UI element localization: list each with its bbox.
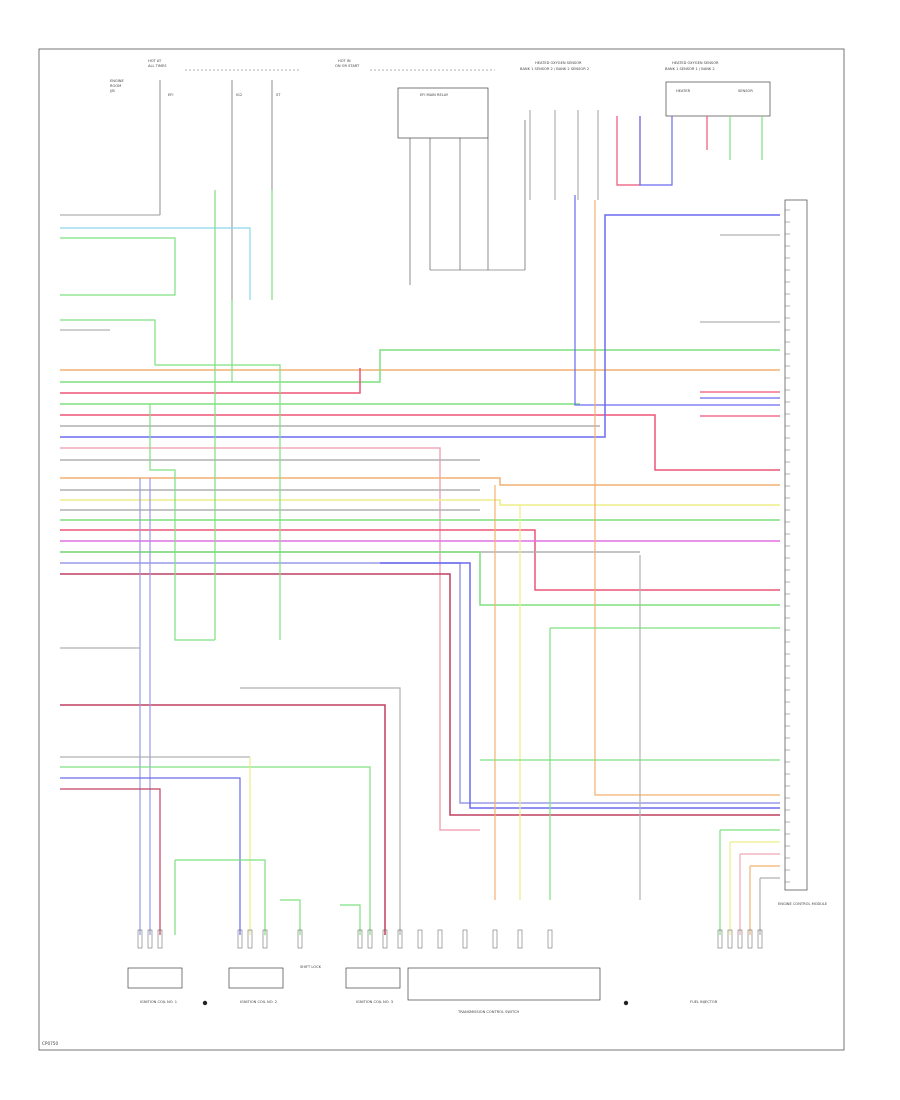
connector-pin (237, 929, 243, 949)
main-harness-wires (60, 214, 780, 831)
connector-pin (137, 929, 143, 949)
svg-text:IG2: IG2 (236, 93, 242, 97)
ecm-upper-wires (480, 195, 780, 900)
connector-pin (517, 929, 523, 949)
svg-text:EFI: EFI (168, 93, 173, 97)
ecm-label: ENGINE CONTROL MODULE (778, 902, 828, 906)
svg-text:ROOM: ROOM (110, 84, 121, 88)
ignition-coil-no3-label: IGNITION COIL NO. 3 (356, 1000, 393, 1004)
ecm-pin-ticks (785, 209, 790, 883)
oxygen-sensor-box (665, 81, 771, 117)
svg-text:SENSOR: SENSOR (738, 89, 753, 93)
fuse-block-top-left: ENGINE ROOM J/B EFI IG2 ST (109, 79, 281, 300)
svg-text:EFI MAIN RELAY: EFI MAIN RELAY (420, 93, 449, 97)
connector-pin (417, 929, 423, 949)
connector-pin (547, 929, 553, 949)
connector-pin (437, 929, 443, 949)
lower-right-wires (719, 829, 780, 935)
fuel-injector-label: FUEL INJECTOR (690, 1000, 718, 1004)
connector-pin (737, 929, 743, 949)
svg-text:HOT AT: HOT AT (148, 59, 162, 63)
connector-pin (717, 929, 723, 949)
connector-pin (747, 929, 753, 949)
top-header-labels: HOT AT ALL TIMES HOT IN ON OR START HEAT… (148, 59, 719, 71)
svg-text:ALL TIMES: ALL TIMES (148, 64, 167, 68)
pin-markers (137, 929, 763, 949)
connector-pin (462, 929, 468, 949)
ignition-coil-no2-label: IGNITION COIL NO. 2 (240, 1000, 277, 1004)
left-upper-wires (60, 190, 281, 641)
svg-text:BANK 1 SENSOR 2 / BANK 2 SENSO: BANK 1 SENSOR 2 / BANK 2 SENSOR 2 (520, 67, 589, 71)
connector-pin (157, 929, 163, 949)
connector-pin (297, 929, 303, 949)
svg-text:ENGINE: ENGINE (110, 79, 124, 83)
svg-text:BANK 1 SENSOR 1 / BANK 2: BANK 1 SENSOR 1 / BANK 2 (665, 67, 715, 71)
svg-text:ST: ST (276, 93, 281, 97)
svg-text:ON OR START: ON OR START (335, 64, 360, 68)
footer-code: CP0750 (42, 1041, 58, 1046)
o2-sensor-wires (529, 110, 763, 200)
svg-text:J/B: J/B (109, 89, 115, 93)
connector-pin (147, 929, 153, 949)
connector-pin (247, 929, 253, 949)
ecm-connector (784, 199, 808, 891)
connector-pin (492, 929, 498, 949)
ignition-coil-no1-label: IGNITION COIL NO. 1 (140, 1000, 177, 1004)
ignition-coil-wires (60, 478, 401, 935)
bottom-components: IGNITION COIL NO. 1 IGNITION COIL NO. 2 … (127, 902, 828, 1014)
relay-box-center (397, 87, 489, 139)
shift-lock-label: SHIFT LOCK (300, 965, 322, 969)
connector-pin (727, 929, 733, 949)
svg-text:HEATED OXYGEN SENSOR: HEATED OXYGEN SENSOR (535, 61, 582, 65)
connector-pin (397, 929, 403, 949)
connector-pin (262, 929, 268, 949)
svg-text:HEATER: HEATER (676, 89, 691, 93)
transmission-switch-label: TRANSMISSION CONTROL SWITCH (457, 1010, 519, 1014)
diagram-frame (38, 48, 845, 1051)
connector-pin (757, 929, 763, 949)
svg-text:HOT IN: HOT IN (338, 59, 351, 63)
connector-pin (357, 929, 363, 949)
svg-text:HEATED OXYGEN SENSOR: HEATED OXYGEN SENSOR (672, 61, 719, 65)
connector-pin (367, 929, 373, 949)
connector-pin (382, 929, 388, 949)
